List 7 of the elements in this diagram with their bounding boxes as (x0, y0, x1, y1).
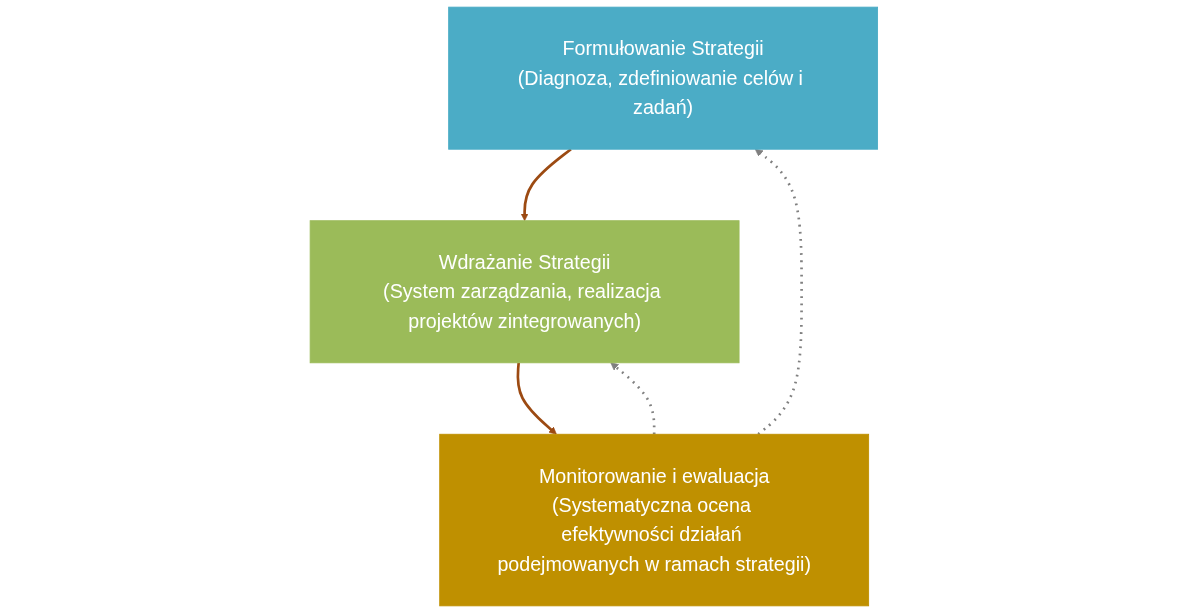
node-box: Monitorowanie i ewaluacja (Systematyczna ocena efektywności działań podejmowanych w ramach strategii) (438, 433, 869, 607)
arrow (610, 362, 656, 435)
node-box: Formułowanie Strategii (Diagnoza, zdefiniowanie celów i zadań) (447, 6, 878, 150)
arrow (754, 148, 803, 436)
arrow (520, 148, 572, 222)
arrow (516, 362, 557, 435)
node-box: Wdrażanie Strategii (System zarządzania, realizacja projektów zintegrowanych) (309, 220, 740, 364)
